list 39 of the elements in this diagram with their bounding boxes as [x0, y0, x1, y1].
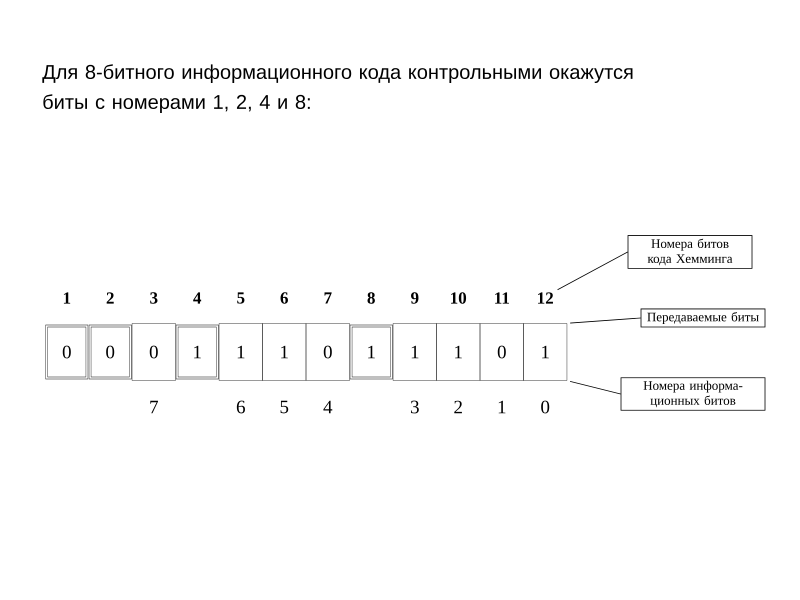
bit-cell: 0: [306, 323, 350, 381]
info-bit-number: 7: [150, 400, 158, 414]
bit-number: 11: [495, 292, 509, 304]
info-bit-number: 2: [454, 400, 462, 414]
leader-line: [570, 381, 621, 394]
bit-cell: 1: [350, 324, 393, 380]
leader-line: [557, 252, 628, 290]
bit-cell: 1: [436, 323, 480, 381]
bit-number: 12: [538, 292, 553, 304]
bit-cell: 1: [392, 323, 437, 381]
bit-cell: 0: [480, 323, 524, 381]
bit-number: 7: [324, 292, 332, 304]
bit-cell: 1: [523, 323, 568, 381]
info-bit-number: 3: [410, 400, 419, 414]
info-bit-number: 0: [541, 400, 550, 414]
bit-cell: 1: [218, 323, 263, 381]
bit-number: 3: [150, 292, 158, 304]
bit-cell: 0: [45, 324, 88, 380]
title: Для 8-битного информационного кода контрольными окажутся биты с номерами 1, 2, 4 и 8:: [42, 64, 632, 114]
callout-box: Номера информа- ционных битов: [620, 377, 766, 411]
bit-number: 10: [451, 292, 466, 304]
info-bit-number: 4: [323, 400, 332, 414]
bit-cell: 1: [176, 324, 219, 380]
bit-cell: 0: [88, 324, 132, 380]
bit-number: 8: [368, 292, 375, 304]
bit-cell: 1: [262, 323, 306, 381]
info-bit-number: 1: [498, 400, 506, 414]
bit-number: 9: [411, 292, 418, 304]
leader-line: [570, 318, 641, 324]
callout-box: Передаваемые биты: [640, 308, 766, 328]
info-bit-number: 5: [280, 400, 288, 414]
bit-number: 4: [193, 292, 202, 304]
bit-cell: 0: [132, 323, 176, 381]
bit-number: 5: [237, 292, 244, 304]
bit-number: 6: [280, 292, 288, 304]
bit-number: 2: [106, 292, 114, 304]
bit-number: 1: [64, 292, 70, 304]
callout-box: Номера битов кода Хемминга: [628, 235, 752, 269]
info-bit-number: 6: [236, 400, 245, 414]
